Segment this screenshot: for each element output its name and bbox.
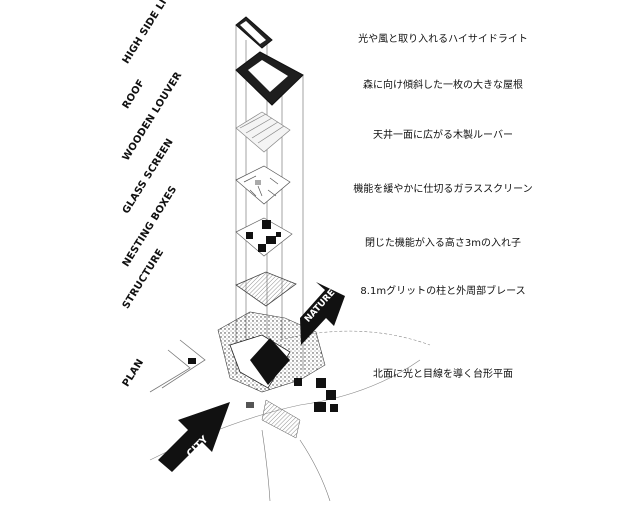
desc-roof: 森に向け傾斜した一枚の大きな屋根 <box>363 80 523 91</box>
glass-screen-layer <box>235 165 291 205</box>
desc-wooden-louver: 天井一面に広がる木製ルーバー <box>373 130 513 141</box>
desc-structure: 8.1mグリットの柱と外周部ブレース <box>360 286 526 297</box>
wooden-louver-layer <box>235 111 291 153</box>
high-side-light-layer <box>235 16 273 49</box>
city-arrow <box>158 402 230 472</box>
site-plan <box>149 311 431 502</box>
roof-layer <box>235 51 304 106</box>
nesting-boxes-layer <box>235 217 293 257</box>
structure-layer <box>235 271 297 307</box>
desc-high-side-light: 光や風と取り入れるハイサイドライト <box>358 34 528 45</box>
desc-plan: 北面に光と目線を導く台形平面 <box>373 369 513 380</box>
nature-arrow <box>300 282 345 345</box>
desc-glass-screen: 機能を緩やかに仕切るガラススクリーン <box>353 184 533 195</box>
desc-nesting-boxes: 閉じた機能が入る高さ3mの入れ子 <box>364 238 522 249</box>
